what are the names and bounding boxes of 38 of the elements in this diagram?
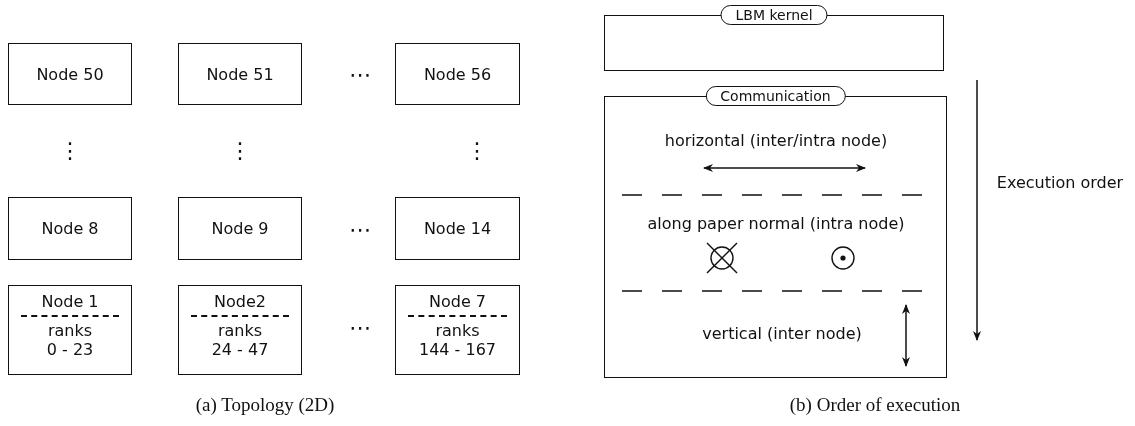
node-box: [178, 285, 302, 375]
axis-label: Execution order: [996, 172, 1124, 192]
ellipsis-dots: ⋯: [349, 216, 371, 242]
node-detail: 24 - 47: [211, 340, 269, 359]
node-label: Node2: [214, 292, 266, 311]
ellipsis-dots: ⋮: [466, 137, 488, 163]
node-detail: 144 - 167: [419, 340, 496, 359]
section-title: Communication: [705, 86, 846, 106]
section-text: vertical (inter node): [702, 323, 862, 343]
node-box: [8, 285, 132, 375]
node-detail: ranks: [47, 321, 93, 340]
node-box: [395, 43, 520, 105]
caption: (a) Topology (2D): [195, 394, 335, 416]
node-box: [8, 197, 132, 260]
section-text: horizontal (inter/intra node): [664, 130, 888, 150]
node-label: Node 14: [423, 219, 492, 238]
node-label: Node 7: [429, 292, 486, 311]
node-label: Node 9: [211, 219, 269, 238]
node-box: [395, 285, 520, 375]
node-detail: 0 - 23: [46, 340, 94, 359]
node-detail: ranks: [435, 321, 480, 340]
node-box: [395, 197, 520, 260]
node-box: [178, 197, 302, 260]
caption: (b) Order of execution: [789, 394, 961, 416]
node-box: [8, 43, 132, 105]
node-label: Node 50: [36, 64, 104, 84]
ellipsis-dots: ⋯: [349, 314, 371, 340]
node-box: [178, 43, 302, 105]
section-text: along paper normal (intra node): [647, 213, 905, 233]
ellipsis-dots: ⋮: [59, 137, 81, 163]
node-label: Node 51: [206, 64, 274, 84]
ellipsis-dots: ⋮: [229, 137, 251, 163]
section-title: LBM kernel: [720, 5, 828, 25]
ellipsis-dots: ⋯: [349, 61, 371, 87]
node-label: Node 8: [41, 219, 99, 238]
node-label: Node 56: [423, 64, 492, 84]
node-label: Node 1: [41, 292, 99, 311]
node-detail: ranks: [217, 321, 263, 340]
